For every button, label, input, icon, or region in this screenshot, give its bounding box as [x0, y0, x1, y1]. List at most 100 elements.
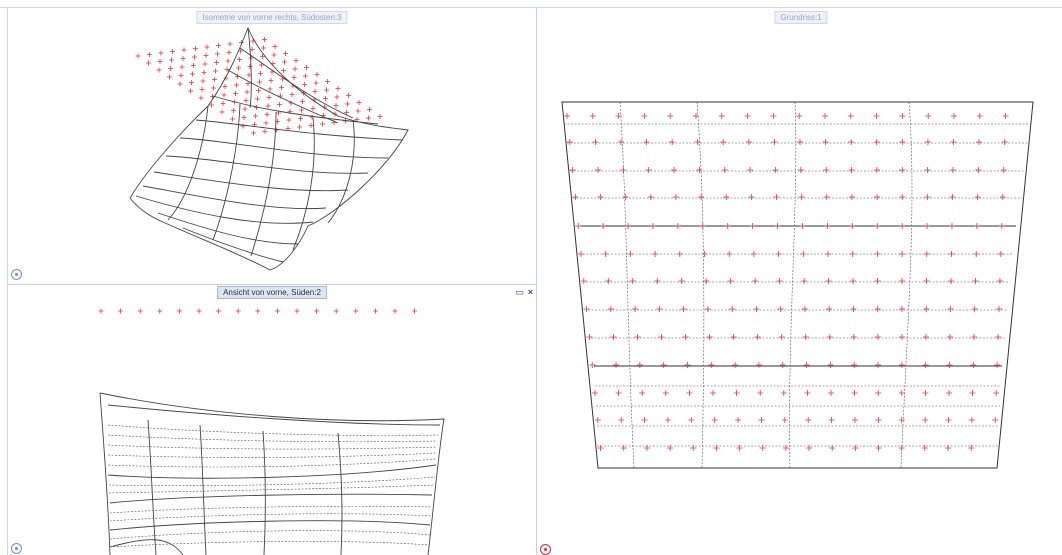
point-marker: [923, 306, 930, 312]
point-marker: [805, 417, 812, 423]
point-marker: [199, 87, 205, 92]
viewport-front[interactable]: Ansicht von vorne, Süden:2 ▭ ×: [8, 285, 536, 555]
point-marker: [970, 362, 977, 368]
point-marker: [969, 390, 976, 396]
point-marker: [255, 96, 260, 102]
viewport-title-plan[interactable]: Grundriss:1: [774, 11, 828, 24]
point-marker: [221, 92, 227, 98]
point-marker: [333, 103, 339, 108]
point-marker: [224, 67, 230, 72]
point-marker: [192, 54, 197, 60]
viewcube-icon[interactable]: [11, 543, 22, 554]
viewport-separator-vertical[interactable]: [536, 8, 537, 555]
point-marker: [135, 53, 141, 59]
point-marker: [589, 362, 596, 368]
point-marker: [314, 72, 320, 77]
point-marker: [745, 139, 752, 145]
point-marker: [191, 63, 196, 68]
point-marker: [850, 278, 857, 284]
point-marker: [227, 41, 233, 47]
point-marker: [580, 278, 587, 284]
point-marker: [246, 72, 252, 78]
plan-mesh-surface: [561, 101, 1034, 469]
point-marker: [945, 417, 952, 423]
point-marker: [803, 362, 810, 368]
point-marker: [667, 445, 674, 451]
point-marker: [757, 390, 764, 396]
point-marker: [176, 308, 182, 314]
point-marker: [643, 139, 650, 145]
point-marker: [996, 306, 1003, 312]
point-marker: [781, 417, 788, 423]
point-marker: [600, 223, 607, 229]
point-marker: [181, 47, 187, 53]
point-marker: [947, 334, 953, 340]
point-marker: [671, 167, 678, 173]
point-marker: [923, 251, 930, 257]
point-marker: [344, 110, 349, 115]
point-marker: [201, 70, 207, 75]
point-marker: [652, 251, 659, 257]
point-marker: [179, 64, 185, 70]
point-marker: [875, 390, 882, 396]
viewcube-icon[interactable]: [540, 544, 551, 555]
point-marker: [923, 278, 930, 284]
point-marker: [578, 251, 584, 257]
viewcube-icon[interactable]: [11, 269, 22, 280]
point-marker: [266, 95, 272, 100]
maximize-icon[interactable]: ▭: [515, 287, 524, 297]
point-marker: [607, 306, 614, 312]
point-marker: [898, 390, 905, 396]
point-marker: [167, 74, 172, 80]
point-marker: [968, 445, 975, 451]
point-marker: [947, 306, 954, 312]
plan-point-markers: [564, 113, 1009, 451]
point-marker: [240, 123, 246, 129]
viewport-plan[interactable]: Grundriss:1: [537, 8, 1062, 555]
point-marker: [233, 91, 238, 96]
point-marker: [147, 52, 152, 57]
plan-canvas[interactable]: [537, 8, 1062, 555]
point-marker: [392, 308, 398, 314]
point-marker: [118, 308, 124, 314]
point-marker: [243, 98, 249, 103]
point-marker: [950, 139, 957, 145]
point-marker: [753, 306, 760, 312]
point-marker: [262, 37, 267, 42]
point-marker: [922, 390, 929, 396]
point-marker: [924, 167, 931, 173]
point-marker: [592, 390, 598, 396]
isometric-canvas[interactable]: [8, 8, 536, 284]
point-marker: [222, 84, 228, 89]
point-marker: [645, 167, 652, 173]
point-marker: [998, 223, 1005, 229]
point-marker: [995, 334, 1002, 340]
point-marker: [1001, 139, 1008, 145]
point-marker: [289, 92, 295, 97]
front-outline: [99, 392, 445, 555]
viewport-isometric[interactable]: Isometrie von vorne rechts, Südosten:3: [8, 8, 536, 284]
point-marker: [257, 79, 262, 85]
point-marker: [202, 61, 208, 67]
viewport-title-front[interactable]: Ansicht von vorne, Süden:2: [217, 286, 327, 299]
viewport-separator-horizontal[interactable]: [8, 284, 536, 285]
point-marker: [300, 99, 305, 104]
point-marker: [620, 445, 627, 451]
front-canvas[interactable]: [8, 285, 536, 555]
point-marker: [735, 417, 742, 423]
point-marker: [261, 45, 266, 51]
point-marker: [283, 51, 288, 56]
point-marker: [726, 251, 733, 257]
close-icon[interactable]: ×: [527, 287, 533, 297]
point-marker: [245, 81, 251, 86]
point-marker: [898, 417, 905, 423]
point-marker: [994, 362, 1001, 368]
point-marker: [629, 278, 636, 284]
point-marker: [706, 334, 713, 340]
point-marker: [236, 65, 241, 71]
plan-outline: [561, 101, 1034, 469]
viewport-title-isometric[interactable]: Isometrie von vorne rechts, Südosten:3: [196, 11, 348, 24]
point-marker: [874, 306, 881, 312]
point-marker: [847, 113, 854, 119]
point-marker: [267, 86, 273, 92]
